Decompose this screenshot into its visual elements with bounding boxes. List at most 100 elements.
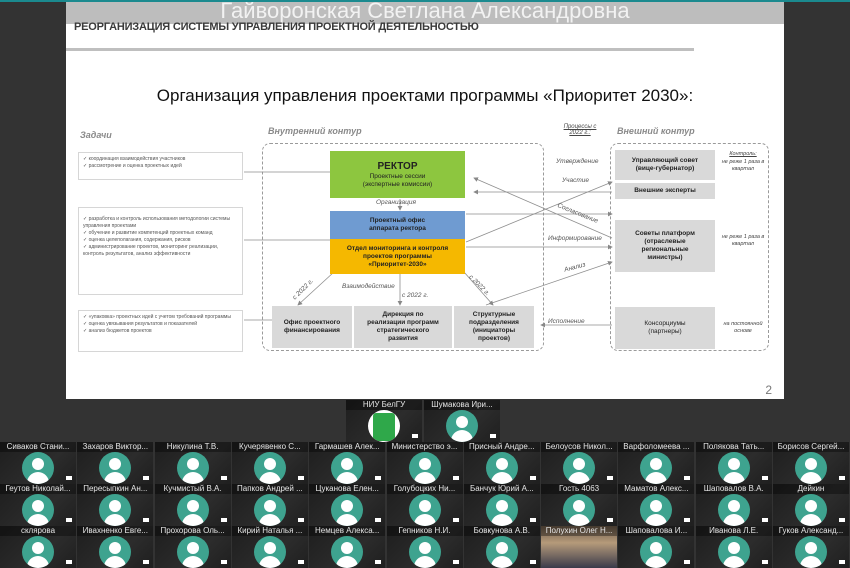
participant-tile[interactable]: Кирий Наталья ... <box>231 526 308 568</box>
camera-off-icon <box>684 560 691 564</box>
user-avatar-icon <box>563 494 596 526</box>
user-avatar-icon <box>176 494 209 526</box>
participant-tile[interactable]: Цуканова Елен... <box>309 484 386 526</box>
inner-contour-label: Внутренний контур <box>268 126 362 136</box>
user-avatar-icon <box>446 410 478 442</box>
participant-tile[interactable]: Сиваков Стани... <box>0 442 76 484</box>
camera-off-icon <box>684 518 691 522</box>
camera-off-icon <box>529 476 536 480</box>
participant-name: Белоусов Никол... <box>541 442 618 452</box>
finance-office-box: Офис проектного финансирования <box>272 306 352 348</box>
organization-label: Организация <box>376 199 416 206</box>
participant-tile[interactable]: Геутов Николай... <box>0 484 76 526</box>
flow-arrows <box>244 171 613 328</box>
participant-name: Кирий Наталья ... <box>231 526 308 536</box>
monitoring-dept-text: Отдел мониторинга и контроля проектов пр… <box>346 244 449 268</box>
participant-tile[interactable]: Белоусов Никол... <box>541 442 618 484</box>
participant-tile[interactable]: Гармашев Алек... <box>309 442 386 484</box>
participant-tile[interactable]: Полякова Тать... <box>695 442 772 484</box>
participant-tile[interactable]: Пересыпкин Ан... <box>77 484 154 526</box>
participant-tile[interactable]: Дейкин <box>773 484 849 526</box>
camera-off-icon <box>761 560 768 564</box>
participant-name: Борисов Сергей... <box>773 442 849 452</box>
process-participation: Участие <box>562 177 590 184</box>
external-experts-box: Внешние эксперты <box>615 183 715 199</box>
participant-name: Шаповалова И... <box>618 526 695 536</box>
slide-title: Организация управления проектами програм… <box>156 86 694 105</box>
participant-tile[interactable]: НИУ БелГУ <box>346 400 422 442</box>
task-item: оценка увязывания результатов и показате… <box>83 321 238 328</box>
structural-units-box: Структурные подразделения (инициаторы пр… <box>454 306 534 348</box>
participant-tile[interactable]: Банчук Юрий А... <box>463 484 540 526</box>
user-avatar-icon <box>22 536 54 568</box>
participant-tile[interactable]: Борисов Сергей... <box>773 442 849 484</box>
participant-tile[interactable]: Шаповалова И... <box>618 526 695 568</box>
participant-tile[interactable]: Варфоломеева ... <box>618 442 695 484</box>
user-avatar-icon <box>331 536 364 568</box>
camera-off-icon <box>220 560 227 564</box>
participant-tile[interactable]: Министерство э... <box>386 442 463 484</box>
user-avatar-icon <box>253 536 286 568</box>
task-item: разработка и контроль использования мето… <box>83 216 238 230</box>
since-2022-label: с 2022 г. <box>402 292 429 299</box>
user-avatar-icon <box>485 536 518 568</box>
task-item: администрирование проектов, мониторинг р… <box>83 244 238 258</box>
task-item: рассмотрение и оценка проектных идей <box>83 163 238 170</box>
task-group-2: разработка и контроль использования мето… <box>78 207 243 295</box>
participant-tile[interactable]: Кучерявенко С... <box>231 442 308 484</box>
participant-name: Цуканова Елен... <box>309 484 386 494</box>
control-title: Контроль: <box>729 151 757 157</box>
slide-divider <box>66 48 694 51</box>
consortia-box: Консорциумы (партнеры) <box>615 307 715 349</box>
participant-tile[interactable]: Присный Андре... <box>463 442 540 484</box>
participant-tile[interactable]: Маматов Алекс... <box>618 484 695 526</box>
camera-off-icon <box>66 476 72 480</box>
participant-tile[interactable]: склярова <box>0 526 76 568</box>
camera-off-icon <box>66 518 72 522</box>
participant-tile[interactable]: Шаповалов В.А. <box>695 484 772 526</box>
camera-off-icon <box>220 476 227 480</box>
participant-name: НИУ БелГУ <box>346 400 422 410</box>
participant-tile[interactable]: Захаров Виктор... <box>77 442 154 484</box>
participant-tile[interactable]: Никулина Т.В. <box>154 442 231 484</box>
participant-tile[interactable]: Иванова Л.Е. <box>695 526 772 568</box>
camera-off-icon <box>297 560 304 564</box>
user-avatar-icon <box>485 452 518 484</box>
participant-name: Прохорова Оль... <box>154 526 231 536</box>
platform-councils-box: Советы платформ (отраслевые региональные… <box>615 220 715 272</box>
participant-tile[interactable]: Гепников Н.И. <box>386 526 463 568</box>
user-avatar-icon <box>795 494 827 526</box>
participant-tile[interactable]: Гость 4063 <box>541 484 618 526</box>
participant-name: Бовкунова А.В. <box>463 526 540 536</box>
participant-tile[interactable]: Ивахненко Евге... <box>77 526 154 568</box>
participant-tile[interactable]: Шумакова Ири... <box>424 400 500 442</box>
participant-name: Гость 4063 <box>541 484 618 494</box>
user-avatar-icon <box>253 494 286 526</box>
participant-name: Министерство э... <box>386 442 463 452</box>
participant-tile[interactable]: Голубоцких Ни... <box>386 484 463 526</box>
directorate-box: Дирекция по реализации программ стратеги… <box>354 306 452 348</box>
participant-tile[interactable]: Полухин Олег Н... <box>541 526 618 568</box>
user-avatar-icon <box>99 494 132 526</box>
directorate-text: Дирекция по реализации программ стратеги… <box>367 311 439 342</box>
participant-name: Геутов Николай... <box>0 484 76 494</box>
task-item: координация взаимодействия участников <box>83 156 238 163</box>
slide-section-title: РЕОРГАНИЗАЦИЯ СИСТЕМЫ УПРАВЛЕНИЯ ПРОЕКТН… <box>74 21 479 33</box>
participant-tile[interactable]: Гуков Александ... <box>773 526 849 568</box>
participant-name: Никулина Т.В. <box>154 442 231 452</box>
participant-tile[interactable]: Прохорова Оль... <box>154 526 231 568</box>
participant-tile[interactable]: Кучмистый В.А. <box>154 484 231 526</box>
user-avatar-icon <box>331 494 364 526</box>
participant-tile[interactable]: Папков Андрей ... <box>231 484 308 526</box>
participant-tile[interactable]: Бовкунова А.В. <box>463 526 540 568</box>
task-group-3: «упаковка» проектных идей с учетом требо… <box>78 310 243 352</box>
camera-off-icon <box>452 518 459 522</box>
camera-off-icon <box>839 518 845 522</box>
user-avatar-icon <box>22 494 54 526</box>
user-avatar-icon <box>176 536 209 568</box>
camera-off-icon <box>220 518 227 522</box>
participant-name: Ивахненко Евге... <box>77 526 154 536</box>
slide-header-bar <box>66 2 784 24</box>
user-avatar-icon <box>408 494 441 526</box>
participant-tile[interactable]: Немцев Алекса... <box>309 526 386 568</box>
